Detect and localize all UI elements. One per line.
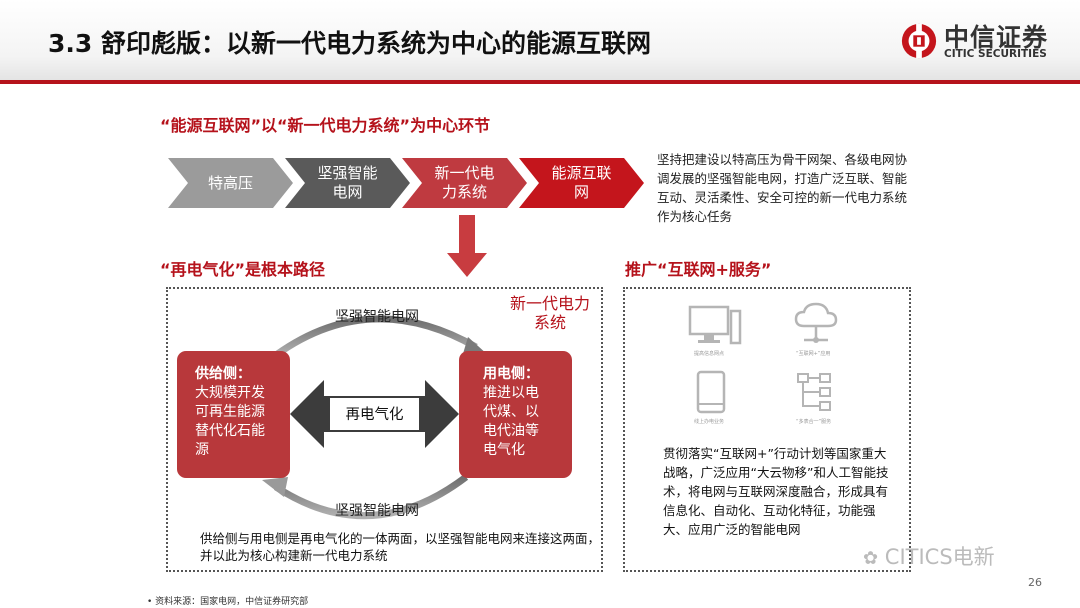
flow-section-title: “能源互联网”以“新一代电力系统”为中心环节 xyxy=(160,116,491,135)
icon-caption: 线上办电业务 xyxy=(694,419,725,425)
header-bar xyxy=(0,0,1080,80)
supply-side-box: 供给侧： 大规模开发 可再生能源 替代化石能 源 xyxy=(177,351,290,478)
grid-top-label: 坚强智能电网 xyxy=(335,309,419,325)
flow-description: 坚持把建设以特高压为骨干网架、各级电网协调发展的坚强智能电网，打造广泛互联、智能… xyxy=(657,152,908,224)
logo-text-en: CITIC SECURITIES xyxy=(944,48,1047,60)
monitor-icon xyxy=(688,305,742,345)
demand-side-text: 推进以电 代煤、以 电代油等 电气化 xyxy=(483,385,539,458)
chevron-label: 能源互联 网 xyxy=(551,164,612,201)
new-power-system-label: 新一代电力 系统 xyxy=(509,294,590,332)
page-number: 26 xyxy=(1028,576,1042,589)
re-electrification-label: 再电气化 xyxy=(345,407,404,423)
chevron-step-smart-grid: 坚强智能 电网 xyxy=(285,158,410,208)
mobile-phone-icon xyxy=(696,370,726,414)
watermark-text: CITICS电新 xyxy=(884,545,995,569)
internet-plus-section-title: 推广“互联网+服务” xyxy=(625,260,772,279)
demand-side-box: 用电侧： 推进以电 代煤、以 电代油等 电气化 xyxy=(459,351,572,478)
double-arrow-icon xyxy=(290,380,459,448)
icon-caption: “多表合一”服务 xyxy=(796,419,832,425)
grid-bottom-label: 坚强智能电网 xyxy=(335,503,419,519)
icon-caption: “互联网+”应用 xyxy=(796,351,831,357)
electrification-panel xyxy=(166,287,603,572)
wechat-icon: ✿ xyxy=(863,548,879,569)
electrification-note: 供给侧与用电侧是再电气化的一体两面，以坚强智能电网来连接这两面，并以此为核心构建… xyxy=(200,531,601,563)
internet-plus-panel xyxy=(623,287,911,572)
chevron-step-uhv: 特高压 xyxy=(168,158,293,208)
cloud-network-icon xyxy=(794,302,838,343)
supply-side-heading: 供给侧： xyxy=(195,366,251,382)
demand-side-heading: 用电侧： xyxy=(483,366,539,382)
icon-caption: 提高信息网点 xyxy=(694,351,725,357)
logo-text-cn: 中信证券 xyxy=(944,23,1049,52)
slide-title: 3.3 舒印彪版：以新一代电力系统为中心的能源互联网 xyxy=(48,29,651,58)
internet-plus-description: 贯彻落实“互联网+”行动计划等国家重大战略，广泛应用“大云物移”和人工智能技术，… xyxy=(663,446,889,537)
hierarchy-icon xyxy=(797,373,831,411)
down-arrow-icon xyxy=(447,215,487,277)
header-divider xyxy=(0,80,1080,84)
chevron-step-new-power-system: 新一代电 力系统 xyxy=(402,158,527,208)
supply-side-text: 大规模开发 可再生能源 替代化石能 源 xyxy=(195,385,265,458)
chevron-label: 特高压 xyxy=(207,173,253,192)
chevron-label: 新一代电 力系统 xyxy=(434,164,495,201)
electrification-section-title: “再电气化”是根本路径 xyxy=(160,260,326,279)
chevron-step-energy-internet: 能源互联 网 xyxy=(519,158,644,208)
chevron-label: 坚强智能 电网 xyxy=(317,164,378,201)
source-note: • 资料来源：国家电网，中信证券研究部 xyxy=(147,597,309,607)
wechat-watermark: ✿ CITICS电新 xyxy=(863,541,995,571)
citic-logo-icon xyxy=(901,23,937,59)
